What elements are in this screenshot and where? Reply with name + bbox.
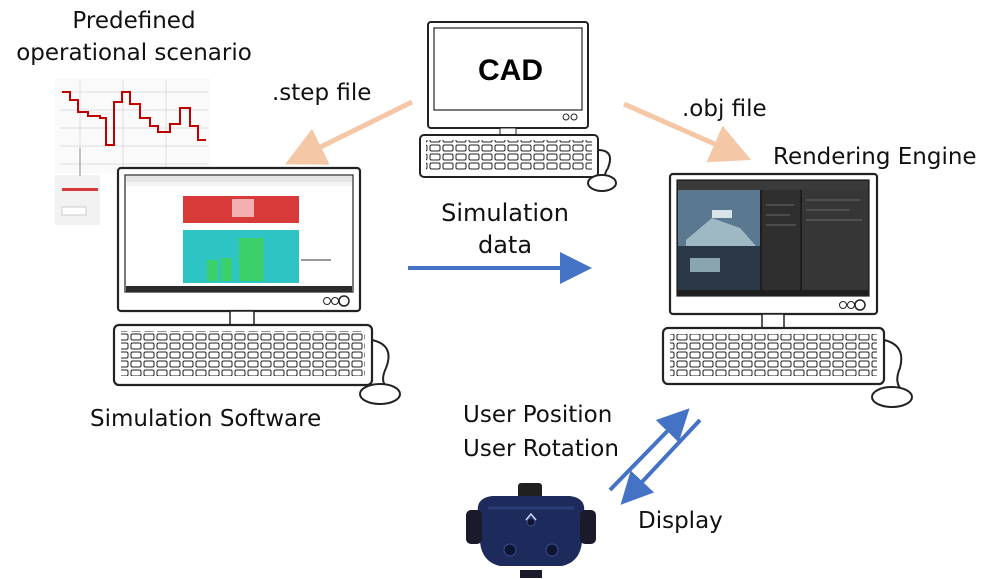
user-position-label: User Position (463, 402, 613, 428)
scenario-title-line1: Predefined (72, 8, 196, 34)
user-rotation-label: User Rotation (463, 436, 619, 462)
scenario-step-line (62, 91, 206, 146)
simulation-data-label-line1: Simulation (441, 199, 569, 227)
display-arrow (620, 418, 702, 505)
cad-computer-icon (419, 21, 617, 192)
display-label: Display (638, 508, 723, 534)
obj-file-arrow (622, 101, 752, 163)
rendering-engine-label: Rendering Engine (773, 144, 977, 170)
step-file-arrow (285, 99, 414, 165)
scenario-title-line2: operational scenario (16, 40, 252, 66)
simulation-computer-icon (112, 166, 401, 405)
cad-label: CAD (478, 54, 543, 87)
simulation-software-label: Simulation Software (90, 406, 322, 432)
simulation-data-label-line2: data (477, 231, 533, 259)
vr-headset-icon (466, 483, 596, 578)
step-file-label: .step file (272, 80, 372, 106)
scenario-chart-image (55, 78, 210, 225)
obj-file-label: .obj file (682, 96, 767, 122)
rendering-computer-icon (661, 172, 913, 408)
